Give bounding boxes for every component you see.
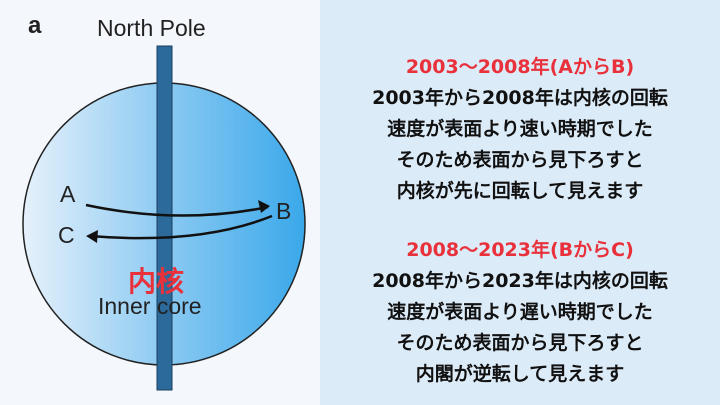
section-heading: 2003〜2008年(AからB) [405,56,635,78]
point-c-label: C [58,222,75,248]
point-a-label: A [60,181,76,207]
diagram-panel: a North Pole A B C 内核 Inner core [0,0,320,405]
north-pole-label: North Pole [97,15,206,41]
text-line: 内核が先に回転して見えます [396,180,644,202]
inner-core-en-label: Inner core [98,293,202,319]
text-line: そのため表面から見下ろすと [396,332,644,354]
text-line: 速度が表面より速い時期でした [387,118,653,140]
section-2003-2008: 2003〜2008年(AからB) 2003年から2008年は内核の回転 速度が表… [320,52,720,207]
text-line: 内閣が逆転して見えます [415,363,625,385]
arrow-b-to-c [89,214,273,240]
inner-core-jp-label: 内核 [128,266,185,297]
text-line: 速度が表面より遅い時期でした [387,301,653,323]
arrowhead-c [86,230,98,243]
section-2008-2023: 2008〜2023年(BからC) 2008年から2023年は内核の回転 速度が表… [320,235,720,390]
rotation-axis-pole [156,45,173,391]
inner-core-diagram [22,45,306,391]
section-heading: 2008〜2023年(BからC) [406,239,634,261]
panel-letter: a [28,12,42,39]
arrow-a-to-b [85,203,269,217]
point-b-label: B [276,198,292,224]
text-line: そのため表面から見下ろすと [396,149,644,171]
arrowhead-b [258,200,270,213]
text-line: 2003年から2008年は内核の回転 [372,87,668,109]
text-line: 2008年から2023年は内核の回転 [372,270,668,292]
